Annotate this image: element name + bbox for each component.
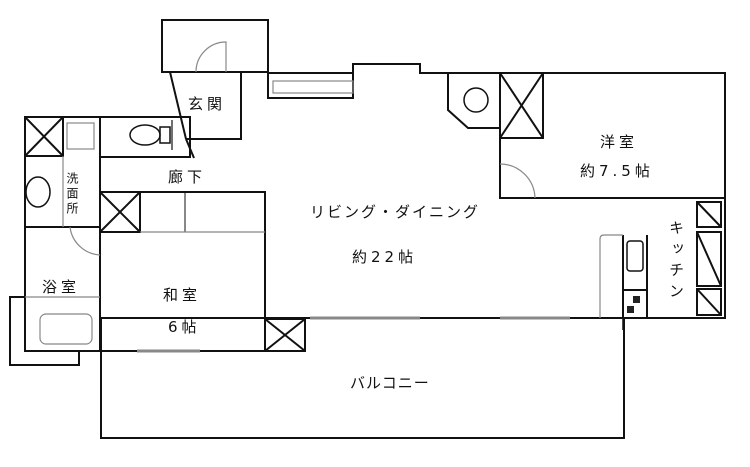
window-ld bbox=[272, 80, 354, 94]
toilet-room bbox=[99, 116, 191, 158]
japanese-room-walls bbox=[99, 191, 266, 352]
toilet-bowl bbox=[129, 124, 161, 146]
bath-exterior bbox=[9, 296, 80, 366]
washer-drain bbox=[463, 87, 489, 113]
kitchen-shelf-mid bbox=[696, 231, 722, 287]
room-size-japanese: 6帖 bbox=[168, 318, 201, 336]
closet-wash bbox=[24, 116, 64, 157]
room-label-bathroom: 浴室 bbox=[42, 278, 81, 296]
room-label-washroom: 洗面所 bbox=[65, 172, 79, 217]
room-label-corridor: 廊下 bbox=[168, 168, 207, 186]
room-size-living: 約22帖 bbox=[352, 248, 418, 266]
washbasin-counter bbox=[66, 122, 95, 150]
room-label-kitchen: キッチン bbox=[667, 220, 685, 304]
kitchen-shelf-bottom bbox=[696, 288, 722, 316]
entrance-walls bbox=[170, 71, 242, 140]
room-label-entrance: 玄関 bbox=[188, 95, 227, 113]
room-label-japanese: 和室 bbox=[163, 286, 202, 304]
stove-icon-2 bbox=[627, 306, 634, 313]
bathtub bbox=[39, 313, 93, 345]
toilet-tank bbox=[159, 126, 171, 144]
kitchen-shelf-top bbox=[696, 201, 722, 228]
washbasin bbox=[25, 176, 51, 208]
washer-nook bbox=[447, 73, 500, 129]
room-size-western: 約7.5帖 bbox=[580, 162, 654, 180]
stove-icon-1 bbox=[633, 296, 640, 303]
room-label-western: 洋室 bbox=[600, 133, 639, 151]
shoe-closet bbox=[161, 19, 269, 73]
room-label-balcony: バルコニー bbox=[350, 374, 430, 392]
room-label-living: リビング・ダイニング bbox=[310, 203, 481, 221]
sink bbox=[626, 240, 644, 272]
western-room-walls bbox=[499, 73, 725, 199]
